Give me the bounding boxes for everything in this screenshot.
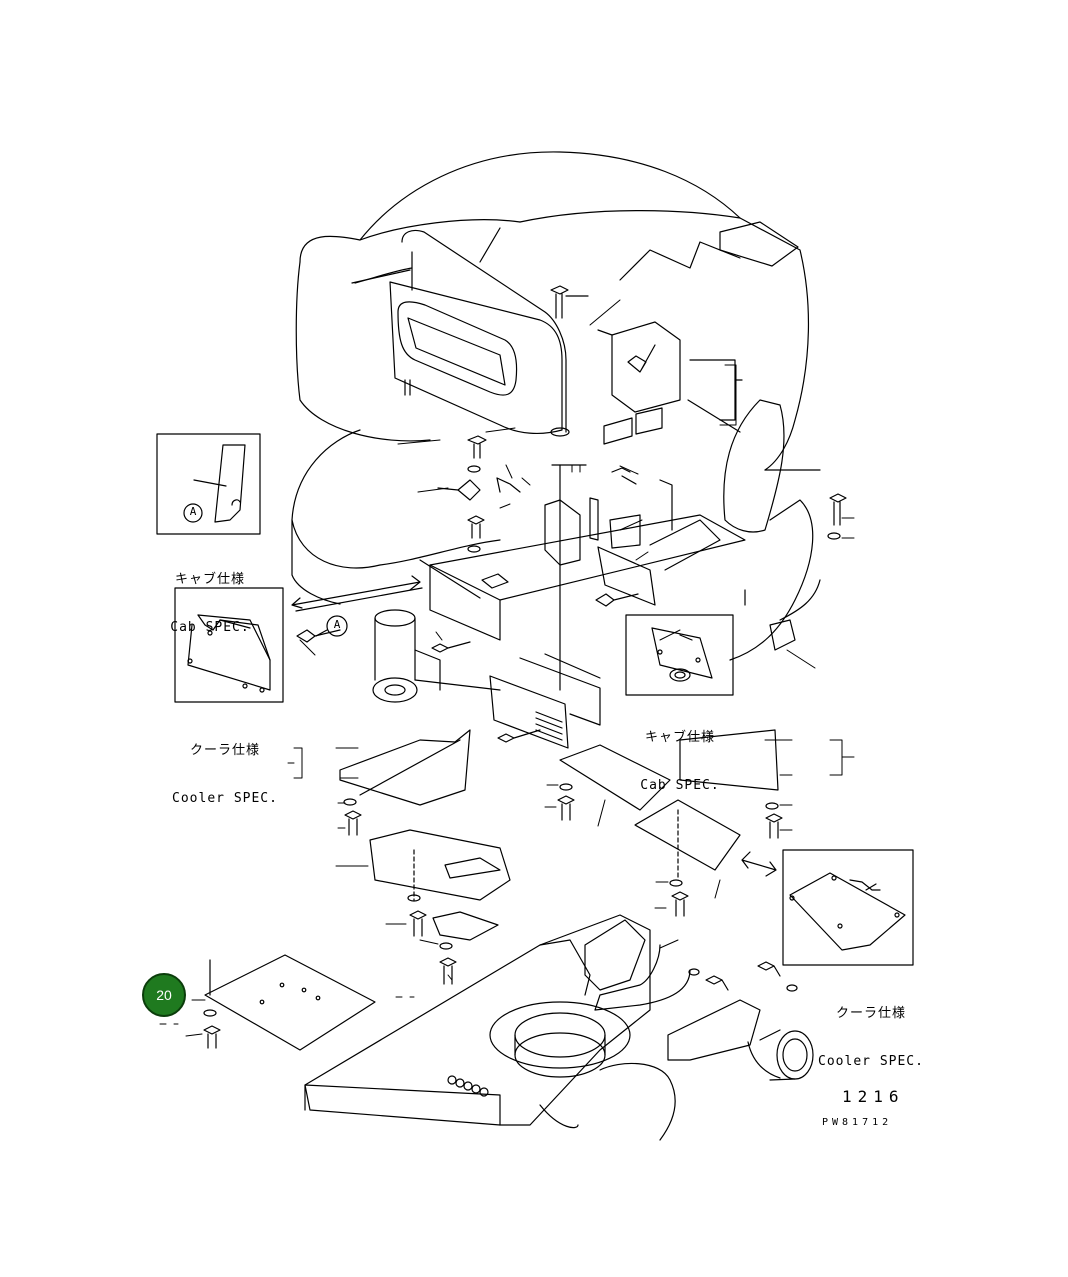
swing-boss	[372, 609, 501, 703]
inset-cooler-right-label-jp: クーラ仕様	[835, 1006, 906, 1021]
inset-cooler-right	[782, 849, 914, 966]
louvered-cover	[489, 653, 601, 749]
callout-badge-20[interactable]: 20	[142, 973, 186, 1017]
inset-cab-left-label-jp: キャブ仕様	[174, 572, 245, 587]
inset-cab-right-label-jp: キャブ仕様	[644, 730, 715, 745]
page-number: 1216	[842, 1087, 905, 1106]
drawing-code: PW81712	[822, 1117, 893, 1128]
inset-cooler-left-label-en: Cooler SPEC.	[172, 791, 278, 806]
upper-right-plates	[597, 321, 821, 661]
inset-cab-right-label: キャブ仕様 Cab SPEC.	[620, 698, 740, 826]
inset-cooler-right-label-en: Cooler SPEC.	[818, 1054, 924, 1069]
inset-cooler-left-label-jp: クーラ仕様	[189, 743, 260, 758]
floor-plate	[204, 954, 376, 1051]
inset-cab-right-label-en: Cab SPEC.	[640, 778, 720, 793]
washers	[203, 465, 841, 1017]
inset-cab-left	[156, 433, 261, 535]
swing-cover	[667, 999, 814, 1081]
bolts	[203, 285, 847, 1049]
guard-panel	[351, 227, 570, 437]
inset-cooler-right-label: クーラ仕様 Cooler SPEC.	[808, 974, 934, 1102]
marker-a-inset: A	[189, 505, 197, 518]
marker-a-main: A	[333, 618, 341, 631]
marker-circles	[315, 615, 348, 637]
middle-plates	[339, 729, 779, 941]
inset-cab-left-label-en: Cab SPEC.	[170, 620, 250, 635]
double-arrows	[291, 575, 777, 877]
inset-cooler-left	[174, 587, 284, 703]
center-frame	[419, 464, 746, 691]
base-frame	[304, 914, 691, 1141]
inset-cooler-left-label: クーラ仕様 Cooler SPEC.	[165, 711, 285, 839]
inset-cab-right	[625, 614, 734, 696]
inset-cab-left-label: キャブ仕様 Cab SPEC.	[150, 540, 270, 668]
counterweight-housing	[291, 151, 810, 605]
leader-lines	[159, 299, 855, 1037]
